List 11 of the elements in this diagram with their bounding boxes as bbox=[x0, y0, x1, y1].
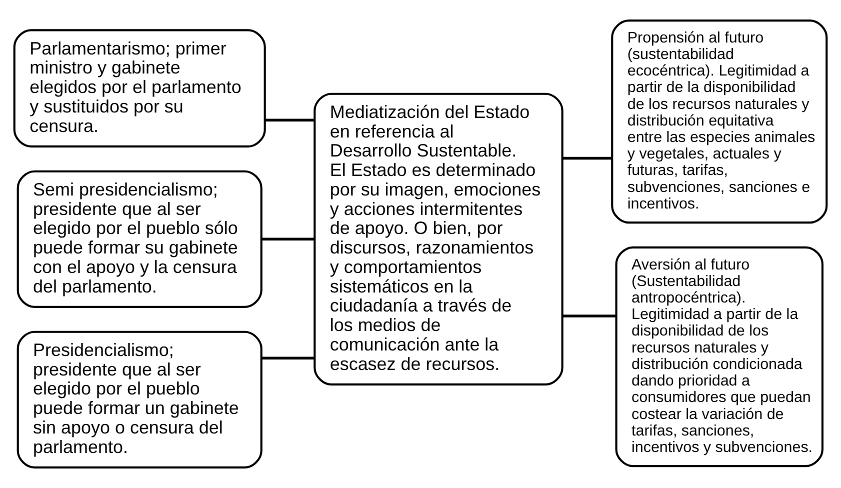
node-box: Aversión al futuro (Sustentabilidad antropocéntrica). Legitimidad a partir de la disponibilidad de los recursos naturales y distribución condicionada dando prioridad a consumidores que puedan costear la variación de tarifas, sanciones, incentivos y subvenciones. bbox=[615, 246, 824, 468]
node-box: Mediatización del Estado en referencia al Desarrollo Sustentable. El Estado es determinado por su imagen, emociones y acciones intermitentes de apoyo. O bien, por discursos, razonamientos y comportamientos sistemáticos en la ciudadanía a través de los medios de comunicación ante la escasez de recursos. bbox=[314, 92, 564, 386]
connector bbox=[262, 356, 314, 360]
node-box: Presidencialismo; presidente que al ser elegido por el pueblo puede formar un gabinete sin apoyo o censura del parlamento. bbox=[16, 330, 262, 468]
connector bbox=[562, 314, 616, 318]
connector bbox=[562, 156, 612, 160]
connector bbox=[265, 118, 314, 122]
connector bbox=[262, 238, 314, 241]
node-box: Semi presidencialismo; presidente que al ser elegido por el pueblo sólo puede formar su gabinete con el apoyo y la censura del parlamento. bbox=[16, 170, 262, 308]
node-box: Parlamentarismo; primer ministro y gabinete elegidos por el parlamento y sustituidos por su censura. bbox=[13, 29, 266, 148]
node-box: Propensión al futuro (sustentabilidad ecocéntrica). Legitimidad a partir de la disponibilidad de los recursos naturales y distribución equitativa entre las especies animales y vegetales, actuales y futuras, tarifas, subvenciones, sanciones e incentivos. bbox=[611, 20, 828, 224]
